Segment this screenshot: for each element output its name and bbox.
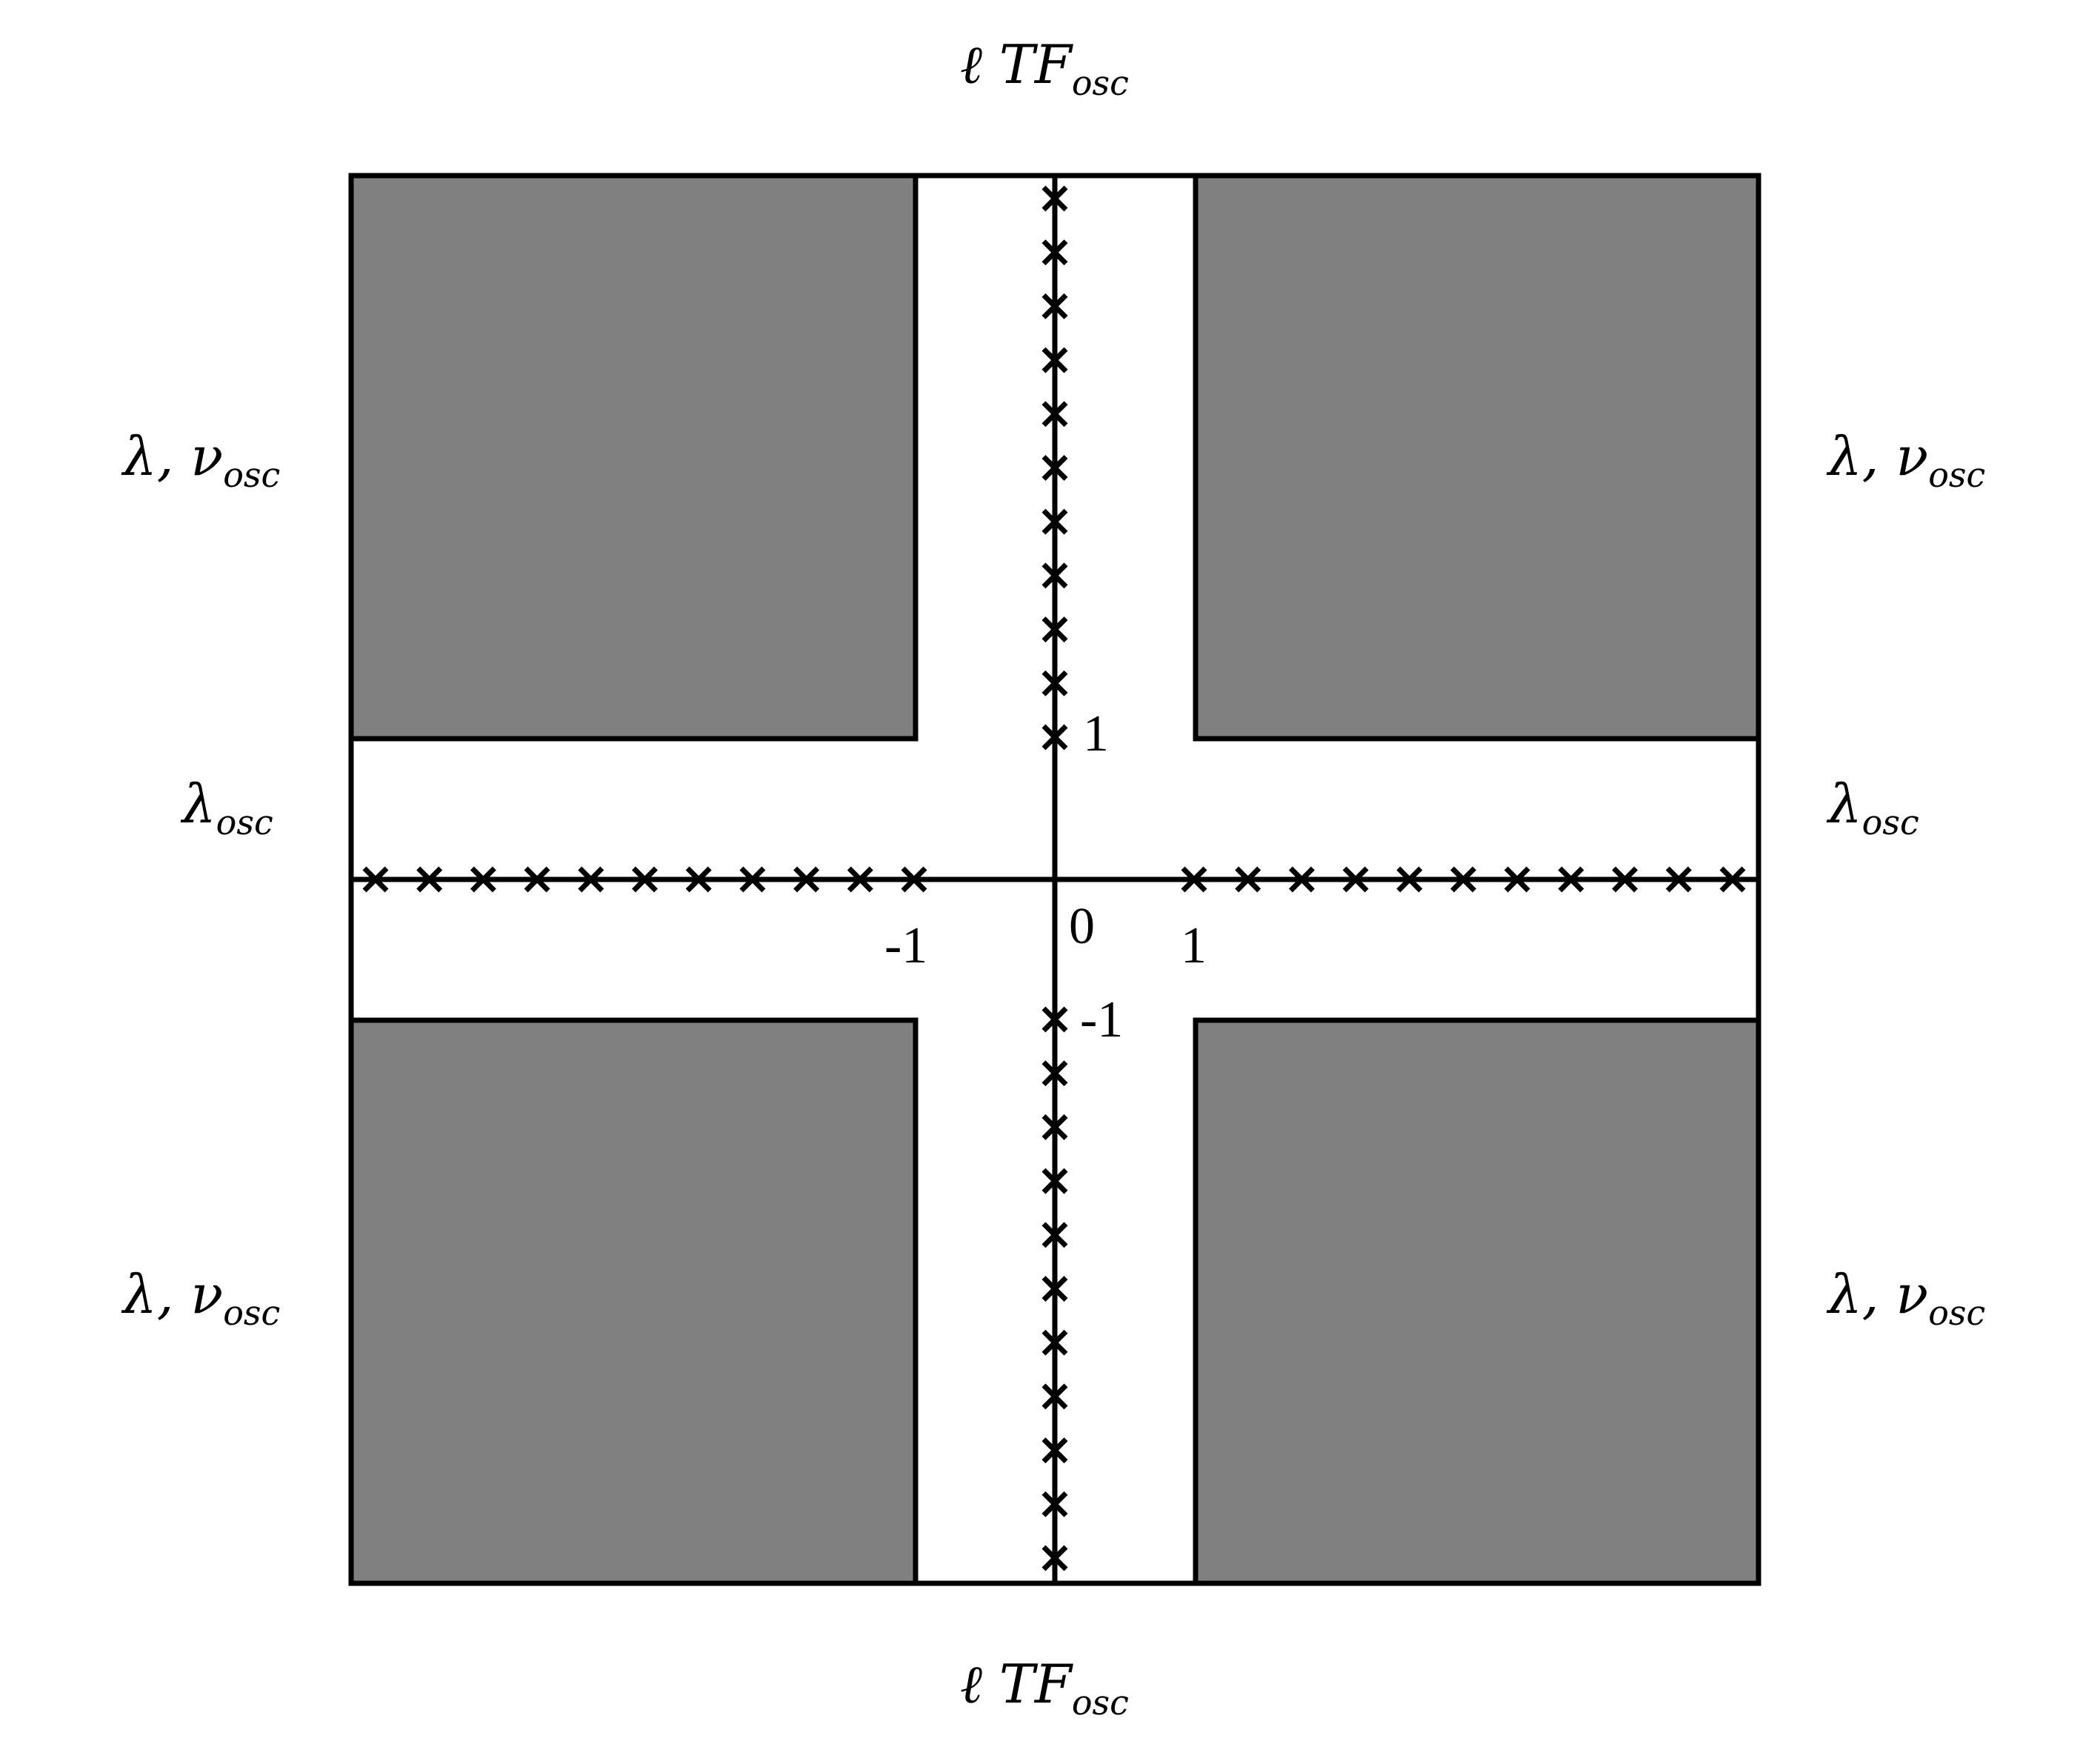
cross-marker-h-left bbox=[901, 866, 927, 893]
cross-marker-v-top bbox=[1041, 670, 1068, 696]
label-bottom-main: ℓ TF bbox=[960, 1653, 1074, 1715]
cross-marker-v-bottom bbox=[1041, 1491, 1068, 1517]
cross-marker-v-bottom bbox=[1041, 1329, 1068, 1356]
cross-marker-h-right bbox=[1235, 866, 1261, 893]
label-left-lower: λ, νosc bbox=[121, 1263, 280, 1333]
cross-marker-h-right bbox=[1719, 866, 1746, 893]
label-left-upper-sub: osc bbox=[223, 455, 280, 495]
cross-marker-h-right bbox=[1288, 866, 1315, 893]
label-right-lower-main: λ, ν bbox=[1826, 1263, 1928, 1325]
cross-marker-h-left bbox=[578, 866, 604, 893]
label-right-lower: λ, νosc bbox=[1826, 1263, 1985, 1333]
cross-marker-v-top bbox=[1041, 401, 1068, 427]
cross-marker-v-bottom bbox=[1041, 1222, 1068, 1248]
label-right-upper: λ, νosc bbox=[1826, 425, 1985, 495]
label-left-upper: λ, νosc bbox=[121, 425, 280, 495]
cross-marker-v-bottom bbox=[1041, 1383, 1068, 1410]
cross-marker-h-right bbox=[1558, 866, 1584, 893]
label-right-upper-sub: osc bbox=[1928, 455, 1985, 495]
cross-marker-v-top bbox=[1041, 293, 1068, 319]
cross-marker-h-right bbox=[1342, 866, 1369, 893]
tick-label-origin: 0 bbox=[1069, 898, 1095, 955]
cross-marker-v-bottom bbox=[1041, 1437, 1068, 1464]
label-right-middle-sub: osc bbox=[1862, 802, 1919, 842]
tick-label-y-pos: 1 bbox=[1083, 705, 1109, 762]
label-right-middle: λosc bbox=[1826, 773, 1919, 842]
shaded-region-bottom-right bbox=[1193, 1017, 1761, 1586]
tick-label-y-neg: -1 bbox=[1080, 991, 1123, 1048]
label-bottom-sub: osc bbox=[1072, 1683, 1129, 1723]
shaded-region-top-left bbox=[348, 173, 919, 742]
cross-marker-h-right bbox=[1181, 866, 1207, 893]
shaded-region-bottom-left bbox=[348, 1017, 919, 1586]
cross-marker-h-left bbox=[685, 866, 712, 893]
label-left-middle-main: λ bbox=[180, 773, 216, 835]
cross-marker-v-bottom bbox=[1041, 1168, 1068, 1194]
cross-marker-h-left bbox=[416, 866, 443, 893]
cross-markers bbox=[362, 185, 1746, 1571]
cross-marker-h-right bbox=[1612, 866, 1639, 893]
cross-marker-v-top bbox=[1041, 347, 1068, 373]
cross-marker-v-top bbox=[1041, 616, 1068, 643]
shaded-region-top-right bbox=[1193, 173, 1761, 742]
label-left-lower-sub: osc bbox=[223, 1293, 280, 1333]
tick-label-x-pos: 1 bbox=[1181, 917, 1207, 974]
cross-marker-v-bottom bbox=[1041, 1006, 1068, 1033]
cross-marker-v-bottom bbox=[1041, 1276, 1068, 1302]
cross-marker-h-left bbox=[847, 866, 873, 893]
label-top: ℓ TFosc bbox=[960, 33, 1129, 103]
cross-marker-h-right bbox=[1396, 866, 1423, 893]
label-top-sub: osc bbox=[1072, 63, 1129, 103]
cross-marker-v-top bbox=[1041, 724, 1068, 751]
cross-marker-h-right bbox=[1450, 866, 1476, 893]
cross-marker-h-left bbox=[739, 866, 766, 893]
label-left-upper-main: λ, ν bbox=[121, 425, 223, 488]
tick-label-x-neg: -1 bbox=[884, 917, 927, 974]
label-right-lower-sub: osc bbox=[1928, 1293, 1985, 1333]
cross-marker-v-bottom bbox=[1041, 1060, 1068, 1087]
cross-marker-v-top bbox=[1041, 239, 1068, 266]
cross-marker-v-bottom bbox=[1041, 1114, 1068, 1140]
cross-marker-v-top bbox=[1041, 455, 1068, 481]
label-top-main: ℓ TF bbox=[960, 33, 1074, 96]
cross-marker-v-top bbox=[1041, 185, 1068, 212]
cross-marker-v-bottom bbox=[1041, 1545, 1068, 1571]
cross-marker-h-left bbox=[793, 866, 820, 893]
label-left-lower-main: λ, ν bbox=[121, 1263, 223, 1325]
cross-marker-h-right bbox=[1504, 866, 1530, 893]
label-right-upper-main: λ, ν bbox=[1826, 425, 1928, 488]
cross-marker-h-left bbox=[632, 866, 658, 893]
label-right-middle-main: λ bbox=[1826, 773, 1862, 835]
label-left-middle-sub: osc bbox=[216, 802, 273, 842]
cross-marker-h-right bbox=[1665, 866, 1692, 893]
label-bottom: ℓ TFosc bbox=[960, 1653, 1129, 1723]
cross-marker-v-top bbox=[1041, 562, 1068, 589]
label-left-middle: λosc bbox=[180, 773, 273, 842]
cross-marker-h-left bbox=[470, 866, 496, 893]
cross-marker-h-left bbox=[362, 866, 389, 893]
cross-marker-v-top bbox=[1041, 508, 1068, 535]
cross-marker-h-left bbox=[524, 866, 550, 893]
